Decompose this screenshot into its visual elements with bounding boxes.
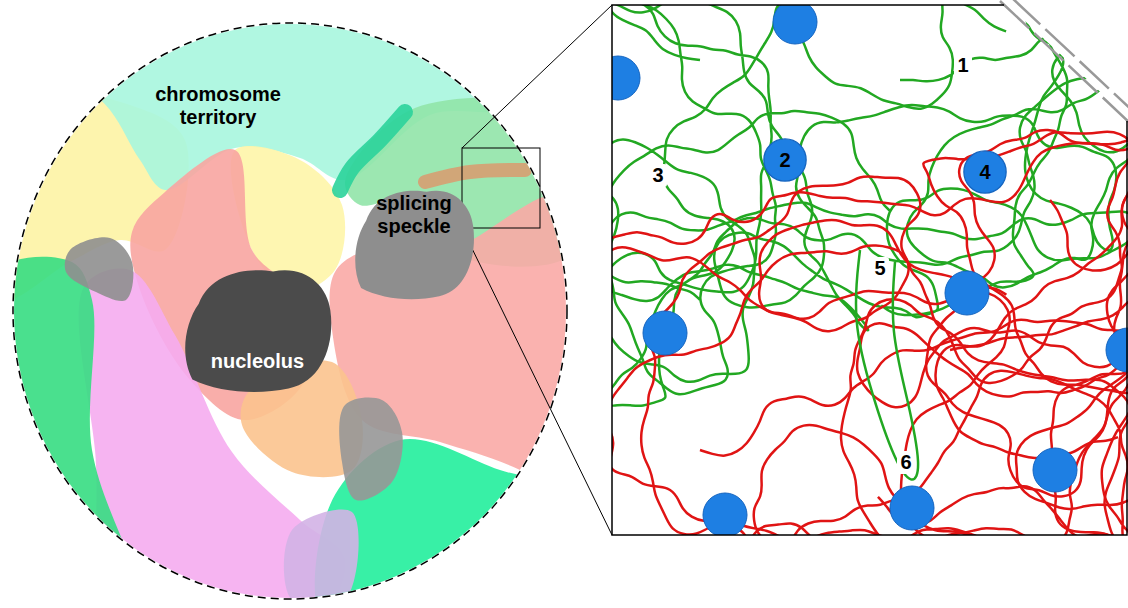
- territory-streak: [425, 170, 525, 182]
- blue-particle: 2: [763, 138, 807, 182]
- blue-particle: 4: [963, 150, 1007, 194]
- nuclear-envelope: [13, 23, 567, 599]
- zoom-box: [462, 148, 540, 228]
- envelope-line: [1011, 0, 1128, 113]
- blob-fill: [185, 270, 331, 392]
- chromosome-territory: chromosome territory: [135, 75, 301, 137]
- node-text: 4: [979, 161, 990, 184]
- chromatin-fiber: [641, 132, 1128, 543]
- territory-group: [0, 0, 617, 608]
- blue-particle: [1033, 448, 1077, 492]
- chromatin-fiber: [604, 130, 1128, 543]
- node-text: 2: [779, 149, 790, 172]
- chromatin-loop: [856, 250, 918, 480]
- callout-number: 3: [649, 164, 666, 187]
- territory-streak: [340, 112, 405, 190]
- chromatin-fiber: [605, 0, 1128, 317]
- territory-region: [65, 237, 134, 301]
- zoom-panel: [612, 5, 1127, 535]
- callout-number: 6: [897, 451, 914, 474]
- blue-particle: [643, 311, 687, 355]
- blue-particle: [1106, 328, 1128, 372]
- envelope-line: [1000, 1, 1128, 124]
- blob-shape: [180, 265, 335, 395]
- blue-particle: [945, 271, 989, 315]
- chromatin-panel: [596, 0, 1128, 543]
- blue-particle: [890, 486, 934, 530]
- chromatin-fiber: [603, 143, 1128, 543]
- node-text: chromosome territory: [143, 83, 293, 129]
- nucleolus: nucleolus: [180, 265, 335, 395]
- blue-particle: [773, 0, 817, 44]
- territory-region: [0, 257, 162, 608]
- zoom-line: [462, 228, 612, 535]
- blob-fill: [355, 191, 474, 300]
- territory-region: [339, 398, 403, 501]
- territory-region: [284, 509, 359, 607]
- zoom-line: [462, 5, 612, 148]
- circle-fill: [964, 151, 1006, 193]
- node-text: splicing speckle: [359, 192, 469, 238]
- callout-number: 1: [954, 54, 971, 77]
- node-text: nucleolus: [211, 350, 304, 373]
- circle-fill: [764, 139, 806, 181]
- splicing-speckle: splicing speckle: [351, 186, 477, 302]
- blue-particle: [596, 56, 640, 100]
- blue-particle: [703, 493, 747, 537]
- callout-number: 5: [871, 257, 888, 280]
